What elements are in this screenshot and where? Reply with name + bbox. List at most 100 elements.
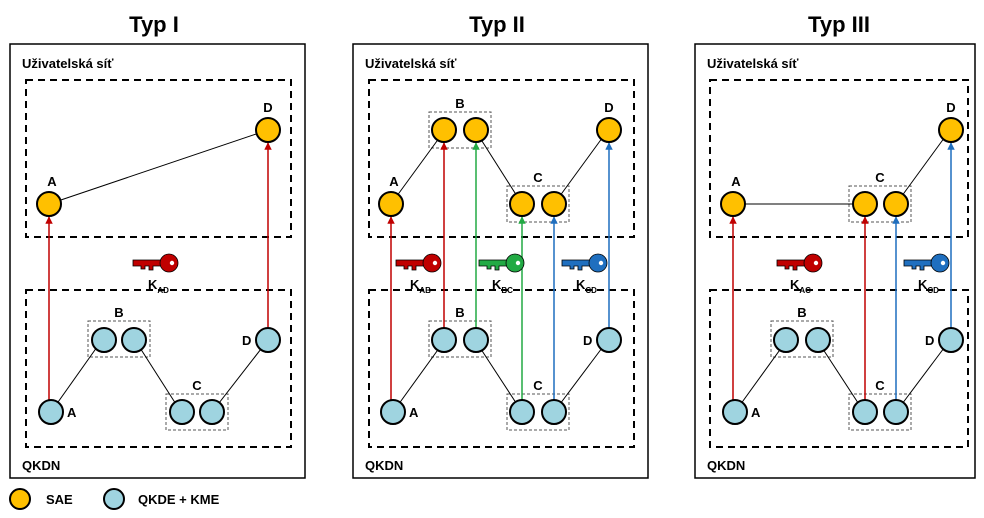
sae-node-d	[255, 117, 281, 143]
user-net-label: Uživatelská síť	[707, 56, 799, 71]
key-hole	[432, 260, 438, 266]
kde-group-c	[506, 393, 570, 431]
panel-title: Typ II	[469, 12, 525, 37]
key-head	[159, 253, 179, 273]
kde-node-b2	[463, 327, 489, 353]
key-head	[803, 253, 823, 273]
kde-node-a	[38, 399, 64, 425]
kde-label-b: B	[114, 305, 123, 320]
qkdn-label: QKDN	[707, 458, 745, 473]
sae-group-b	[428, 111, 492, 149]
sae-node-a	[36, 191, 62, 217]
kde-label-c: C	[875, 378, 885, 393]
sae-label-d: D	[604, 100, 613, 115]
kde-node-b2	[805, 327, 831, 353]
sae-link-c-d	[553, 129, 609, 205]
kde-label-b: B	[797, 305, 806, 320]
kde-group-c	[165, 393, 229, 431]
legend-sae-swatch	[9, 488, 31, 510]
kde-node-b2	[121, 327, 147, 353]
kde-node-b1	[91, 327, 117, 353]
key-head	[505, 253, 525, 273]
sae-label-b: B	[455, 96, 464, 111]
user-net-label: Uživatelská síť	[365, 56, 457, 71]
qkdn-label: QKDN	[365, 458, 403, 473]
legend-kde-swatch	[103, 488, 125, 510]
sae-node-d	[596, 117, 622, 143]
legend: SAE QKDE + KME	[9, 488, 220, 510]
key-shaft	[561, 259, 593, 271]
kde-node-d	[255, 327, 281, 353]
panel-frame	[352, 43, 649, 479]
kde-label-a: A	[67, 405, 77, 420]
kde-link-b-c	[134, 339, 182, 413]
sae-label-a: A	[731, 174, 741, 189]
sae-node-c1	[509, 191, 535, 217]
sae-link-c-d	[895, 129, 951, 205]
user-net-box	[25, 79, 292, 238]
kde-group-c	[848, 393, 912, 431]
user-net-box	[709, 79, 969, 238]
sae-link-b-c	[474, 129, 523, 205]
sae-node-c1	[852, 191, 878, 217]
key-icon	[903, 253, 950, 273]
kde-node-d	[938, 327, 964, 353]
qkdn-label: QKDN	[22, 458, 60, 473]
sae-node-d	[938, 117, 964, 143]
sae-label-d: D	[263, 100, 272, 115]
key-icon	[395, 253, 442, 273]
key-head	[422, 253, 442, 273]
sae-node-c2	[541, 191, 567, 217]
key-label-ac: KAC	[790, 277, 811, 295]
key-icon	[561, 253, 608, 273]
kde-node-b1	[431, 327, 457, 353]
sae-label-d: D	[946, 100, 955, 115]
sae-node-a	[720, 191, 746, 217]
sae-node-b2	[463, 117, 489, 143]
key-label-ad: KAD	[148, 277, 169, 295]
kde-node-d	[596, 327, 622, 353]
key-hole	[813, 260, 819, 266]
kde-link-b-c	[474, 339, 523, 413]
kde-node-c2	[199, 399, 225, 425]
kde-link-c-d	[211, 339, 269, 413]
sae-label-a: A	[389, 174, 399, 189]
kde-label-b: B	[455, 305, 464, 320]
kde-group-b	[428, 320, 492, 358]
key-hole	[169, 260, 175, 266]
key-shaft	[395, 259, 427, 271]
user-net-label: Uživatelská síť	[22, 56, 114, 71]
kde-group-b	[770, 320, 834, 358]
kde-node-c2	[883, 399, 909, 425]
key-shaft	[478, 259, 510, 271]
key-label-bc: KBC	[492, 277, 513, 295]
kde-link-c-d	[553, 339, 609, 413]
key-head	[930, 253, 950, 273]
key-hole	[515, 260, 521, 266]
user-net-box	[368, 79, 635, 238]
kde-node-c1	[509, 399, 535, 425]
key-label-ab: KAB	[410, 277, 431, 295]
sae-label-c: C	[533, 170, 543, 185]
key-icon	[776, 253, 823, 273]
kde-node-c2	[541, 399, 567, 425]
kde-label-a: A	[751, 405, 761, 420]
kde-node-c1	[169, 399, 195, 425]
sae-link-a-d	[48, 129, 269, 205]
kde-link-a-b	[50, 339, 103, 413]
kde-label-c: C	[533, 378, 543, 393]
qkdn-box	[25, 289, 292, 448]
kde-group-b	[87, 320, 151, 358]
kde-node-a	[722, 399, 748, 425]
kde-link-b-c	[816, 339, 865, 413]
kde-label-a: A	[409, 405, 419, 420]
kde-node-c1	[852, 399, 878, 425]
legend-kde-label: QKDE + KME	[138, 492, 220, 507]
key-label-cd: KCD	[576, 277, 597, 295]
sae-group-c	[506, 185, 570, 223]
sae-node-a	[378, 191, 404, 217]
key-hole	[940, 260, 946, 266]
key-shaft	[776, 259, 808, 271]
